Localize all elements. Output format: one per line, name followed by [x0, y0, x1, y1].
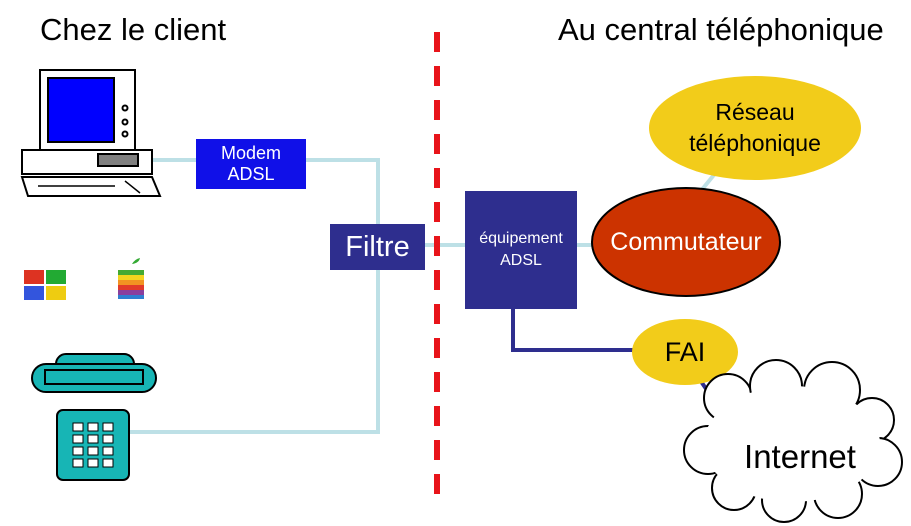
phone-lines [130, 158, 724, 434]
reseau-ellipse [649, 76, 861, 180]
windows-logo-icon [24, 270, 66, 300]
fai-label-wrap: FAI [632, 318, 738, 386]
filtre-label: Filtre [345, 230, 410, 263]
commutateur-label: Commutateur [610, 227, 762, 256]
internet-label-wrap: Internet [700, 422, 900, 492]
modem-label-line1: Modem [220, 143, 282, 163]
equipement-adsl-box: équipement ADSL [465, 191, 577, 309]
apple-logo-icon [118, 258, 144, 299]
equipement-label-line1: équipement [479, 230, 563, 247]
internet-label: Internet [744, 438, 856, 475]
computer-icon [20, 69, 162, 197]
title-central: Au central téléphonique [558, 12, 884, 47]
title-client: Chez le client [40, 12, 227, 47]
reseau-label-line1: Réseau [715, 99, 795, 125]
line-modem-filtre [306, 158, 380, 224]
modem-label-line2: ADSL [227, 164, 275, 184]
reseau-telephonique-label: Réseau téléphonique [650, 78, 860, 178]
commutateur-label-wrap: Commutateur [592, 188, 780, 296]
line-filtre-telephone [130, 270, 380, 434]
modem-adsl-box: Modem ADSL [196, 139, 306, 189]
fai-ellipse [632, 319, 738, 385]
fai-label: FAI [664, 336, 706, 367]
cloud-icon [683, 359, 903, 523]
equipement-label-line2: ADSL [500, 252, 542, 269]
line-equipement-fai [511, 309, 640, 352]
filtre-box: Filtre [330, 224, 425, 270]
commutateur-ellipse [591, 187, 781, 297]
telephone-icon [31, 353, 157, 481]
reseau-label-line2: téléphonique [689, 130, 821, 156]
